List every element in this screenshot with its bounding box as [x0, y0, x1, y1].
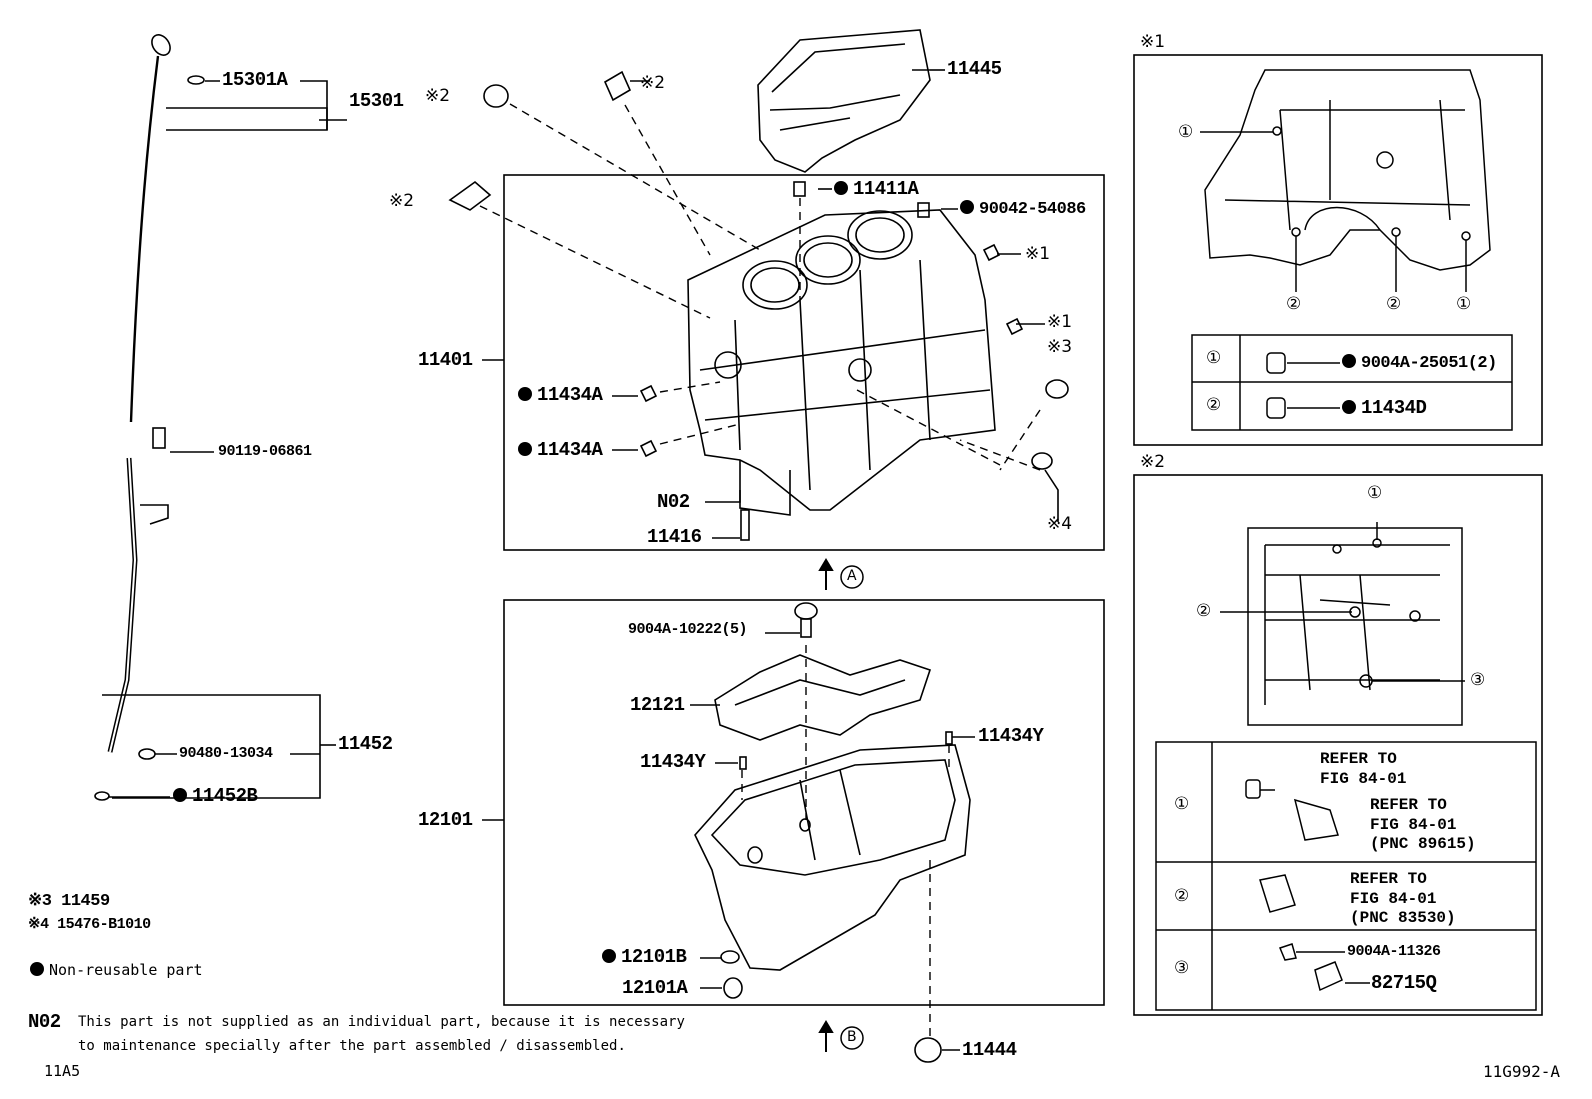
panel2-row3-part-a: 9004A-11326 [1347, 943, 1441, 960]
dipstick [129, 34, 205, 423]
nonreusable-dot-icon [518, 442, 532, 456]
panel2-frame [1133, 474, 1543, 1016]
oil-baffle [757, 29, 945, 173]
callout-11434A-2: 11434A [518, 441, 603, 460]
callout-9004A-10222: 9004A-10222(5) [628, 621, 748, 638]
footer-left-code: 11A5 [44, 1062, 81, 1080]
panel1-row1-num: ① [1206, 348, 1222, 368]
callout-11411A: 11411A [834, 180, 919, 199]
nonreusable-dot-icon [1342, 400, 1356, 414]
callout-11401: 11401 [418, 349, 473, 371]
callout-note1-a: ※1 [1025, 244, 1051, 264]
callout-11444: 11444 [962, 1039, 1017, 1061]
panel2-row2-num: ② [1174, 886, 1190, 906]
cylinder-block [687, 209, 996, 516]
callout-note1-b: ※1 [1047, 312, 1073, 332]
footer-figure-code: 11G992-A [1483, 1062, 1561, 1081]
panel2-row1-ref-b: REFER TO FIG 84-01 (PNC 89615) [1370, 796, 1476, 854]
panel2-row3-num: ③ [1174, 958, 1190, 978]
nonreusable-dot-icon [518, 387, 532, 401]
arrow-b-graphic [818, 1020, 864, 1052]
nonreusable-dot-icon [30, 962, 44, 976]
panel1-row2-num: ② [1206, 395, 1222, 415]
panel1-row1-part: 9004A-25051(2) [1342, 354, 1497, 372]
nonreusable-dot-icon [834, 181, 848, 195]
panel2-marker-3: ③ [1470, 670, 1486, 690]
nonreusable-dot-icon [602, 949, 616, 963]
nonreusable-dot-icon [960, 200, 974, 214]
panel1-marker-2-left: ② [1286, 294, 1302, 314]
panel1-marker: ※1 [1140, 32, 1166, 52]
arrow-a-label: A [847, 568, 857, 584]
nonreusable-dot-icon [1342, 354, 1356, 368]
callout-N02: N02 [657, 491, 690, 513]
panel1-frame [1133, 54, 1543, 446]
panel2-drawing [1155, 522, 1537, 1011]
callout-15301: 15301 [349, 90, 404, 112]
callout-90119-06861: 90119-06861 [218, 443, 312, 460]
callout-90042-54086: 90042-54086 [960, 200, 1086, 218]
panel2-row1-ref-a: REFER TO FIG 84-01 [1320, 750, 1407, 788]
oil-pan-frame [503, 599, 1105, 1006]
nonreusable-dot-icon [173, 788, 187, 802]
oil-pan-upper [714, 654, 932, 741]
panel1-drawing [1191, 69, 1513, 431]
callout-15301A: 15301A [222, 69, 288, 91]
callout-12101A: 12101A [622, 977, 688, 999]
arrow-b-label: B [847, 1029, 857, 1045]
panel2-row2-ref: REFER TO FIG 84-01 (PNC 83530) [1350, 870, 1456, 928]
panel2-marker: ※2 [1140, 452, 1166, 472]
panel2-marker-2: ② [1196, 601, 1212, 621]
callout-12101B: 12101B [602, 948, 687, 967]
callout-11416: 11416 [647, 526, 702, 548]
callout-note3: ※3 [1047, 337, 1073, 357]
legend-n02-line2: to maintenance specially after the part … [78, 1038, 626, 1054]
panel1-marker-2-right: ② [1386, 294, 1402, 314]
callout-note2-b: ※2 [640, 73, 666, 93]
dipstick-guide [94, 427, 169, 801]
callout-note4: ※4 [1047, 514, 1073, 534]
cylinder-block-frame [503, 174, 1105, 551]
callout-12101: 12101 [418, 809, 473, 831]
panel2-row3-part-b: 82715Q [1371, 972, 1437, 994]
callout-11434Y-1: 11434Y [640, 751, 706, 773]
callout-11452B: 11452B [173, 787, 258, 806]
oil-pan [694, 744, 971, 971]
legend-note4: ※4 15476-B1010 [28, 916, 151, 933]
panel1-marker-1-right: ① [1456, 294, 1472, 314]
legend-n02-code: N02 [28, 1011, 61, 1033]
arrow-a-graphic [818, 558, 864, 590]
callout-note2-c: ※2 [389, 191, 415, 211]
callout-note2-a: ※2 [425, 86, 451, 106]
panel1-marker-1-top: ① [1178, 122, 1194, 142]
callout-11434Y-2: 11434Y [978, 725, 1044, 747]
panel1-row2-part: 11434D [1342, 399, 1427, 418]
callout-11452: 11452 [338, 733, 393, 755]
callout-11434A-1: 11434A [518, 386, 603, 405]
panel2-marker-1: ① [1367, 483, 1383, 503]
callout-11445: 11445 [947, 58, 1002, 80]
callout-90480-13034: 90480-13034 [179, 745, 273, 762]
panel2-row1-num: ① [1174, 794, 1190, 814]
legend-n02-line1: This part is not supplied as an individu… [78, 1014, 685, 1030]
legend-note3: ※3 11459 [28, 892, 110, 911]
callout-12121: 12121 [630, 694, 685, 716]
legend-nonreusable: Non-reusable part [30, 962, 203, 978]
